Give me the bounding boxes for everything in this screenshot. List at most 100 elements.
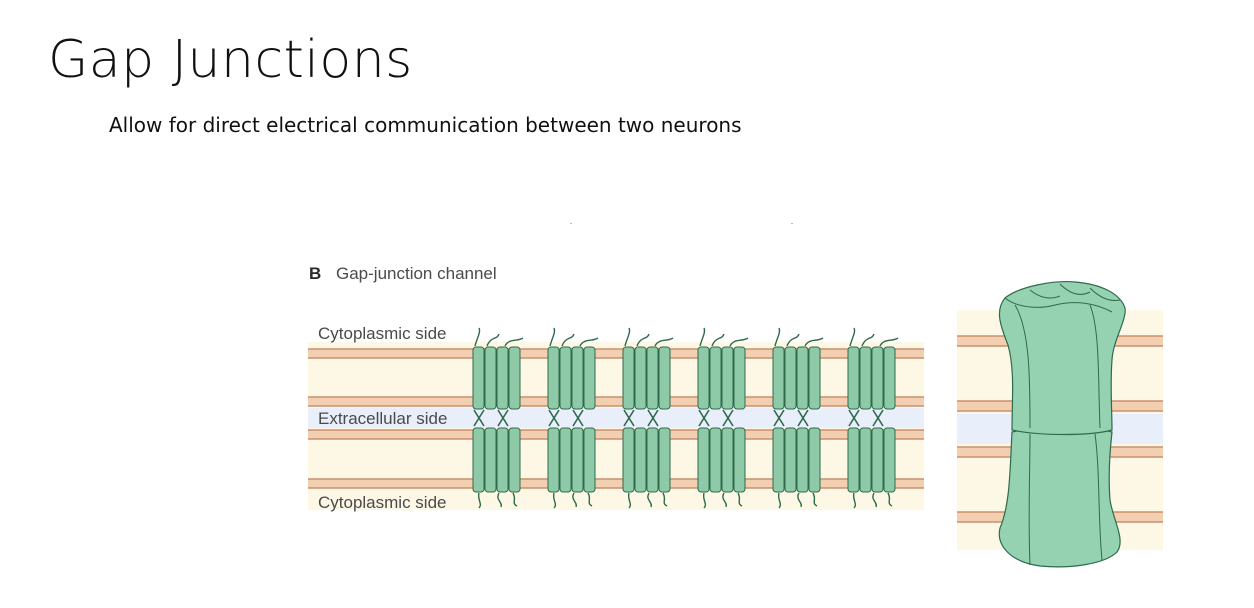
connexin-subunit (733, 346, 746, 410)
connexin-subunit (508, 427, 521, 493)
docking-loop (872, 409, 884, 427)
connexin-subunit (559, 427, 572, 493)
connexin-subunit (796, 346, 809, 410)
gap-junction-channel (697, 327, 749, 509)
connexin-subunit (571, 427, 584, 493)
speck-mark (791, 223, 793, 224)
connexin-subunit (508, 346, 521, 410)
docking-loop (572, 409, 584, 427)
speck-mark (570, 223, 572, 224)
connexin-subunit (859, 346, 872, 410)
docking-loop (848, 409, 860, 427)
membrane-schematic: Cytoplasmic side Extracellular side Cyto… (308, 324, 924, 512)
gap-junction-channel (772, 327, 824, 509)
cytoplasmic-tail (777, 492, 818, 509)
gap-junction-channel (547, 327, 599, 509)
panel-title: Gap-junction channel (336, 264, 497, 283)
cytoplasmic-tail (852, 492, 893, 509)
connexin-subunit (721, 427, 734, 493)
connexin-subunit (658, 346, 671, 410)
docking-loop (473, 409, 485, 427)
connexin-subunit (484, 427, 497, 493)
connexin-subunit (721, 346, 734, 410)
upper-connexon-subunits (1029, 283, 1121, 301)
connexin-subunit (646, 427, 659, 493)
connexin-subunit (634, 427, 647, 493)
upper-connexon-seam (1089, 304, 1101, 429)
gap-junction-channel (622, 327, 674, 509)
connexin-subunit (697, 427, 710, 493)
docking-loop (647, 409, 659, 427)
connexin-subunit (571, 346, 584, 410)
connexin-subunit (808, 346, 821, 410)
connexin-subunit (847, 346, 860, 410)
docking-loop (722, 409, 734, 427)
membrane-stripe (308, 479, 924, 488)
upper-connexon-seam (1014, 304, 1031, 429)
connexin-subunit (697, 346, 710, 410)
connexin-subunit (733, 427, 746, 493)
membrane-stripe (308, 430, 924, 439)
connexin-subunit (883, 346, 896, 410)
connexin-subunit (559, 346, 572, 410)
connexin-subunit (847, 427, 860, 493)
connexin-subunit (772, 346, 785, 410)
connexin-subunit (484, 346, 497, 410)
cytoplasmic-tail (849, 327, 899, 347)
docking-loop (773, 409, 785, 427)
connexin-subunit (496, 346, 509, 410)
docking-loop (797, 409, 809, 427)
cytoplasmic-tail (552, 492, 593, 509)
cytoplasmic-tail (702, 492, 743, 509)
lower-connexon-seam (1028, 433, 1031, 566)
connexin-subunit (547, 346, 560, 410)
panel-letter: B (309, 264, 321, 283)
extracellular-region (308, 408, 924, 428)
label-cytoplasmic-top: Cytoplasmic side (318, 324, 447, 343)
docking-loop (548, 409, 560, 427)
connexin-subunit (622, 346, 635, 410)
connexin-subunit (796, 427, 809, 493)
docking-loop (497, 409, 509, 427)
connexin-subunit (808, 427, 821, 493)
membrane-stripe (308, 349, 924, 358)
connexin-subunit (709, 427, 722, 493)
connexin-subunit (784, 346, 797, 410)
cytoplasmic-tail (624, 327, 674, 347)
docking-loop (698, 409, 710, 427)
connexin-subunit (472, 427, 485, 493)
cytoplasmic-tail (474, 327, 524, 347)
label-extracellular: Extracellular side (318, 409, 447, 428)
connexin-subunit (583, 346, 596, 410)
connexin-subunit (871, 427, 884, 493)
gap-junction-channel (847, 327, 899, 509)
lower-connexon (998, 426, 1121, 568)
cytoplasmic-tail (774, 327, 824, 347)
connexin-subunit (622, 427, 635, 493)
label-cytoplasmic-bottom: Cytoplasmic side (318, 493, 447, 512)
slide-subtitle: Allow for direct electrical communicatio… (109, 113, 742, 137)
connexin-subunit (472, 346, 485, 410)
membrane-stripe (308, 397, 924, 406)
connexin-subunit (772, 427, 785, 493)
connexin-subunit (583, 427, 596, 493)
channel-3d-illustration (957, 281, 1163, 568)
docking-loop (623, 409, 635, 427)
cytoplasmic-tail (627, 492, 668, 509)
connexin-subunit (547, 427, 560, 493)
connexin-subunit (871, 346, 884, 410)
membrane-stripes (308, 348, 924, 489)
cytoplasmic-tail (699, 327, 749, 347)
connexin-subunit (883, 427, 896, 493)
connexin-subunit (859, 427, 872, 493)
cytoplasmic-tail (477, 492, 518, 509)
upper-connexon-rim (1004, 297, 1113, 313)
gap-junction-channel (472, 327, 524, 509)
slide-title: Gap Junctions (48, 30, 413, 90)
connexin-subunit (634, 346, 647, 410)
cytoplasmic-tail (549, 327, 599, 347)
connexin-subunit (709, 346, 722, 410)
channel-array (472, 327, 899, 509)
lower-connexon-seam (1094, 433, 1103, 561)
